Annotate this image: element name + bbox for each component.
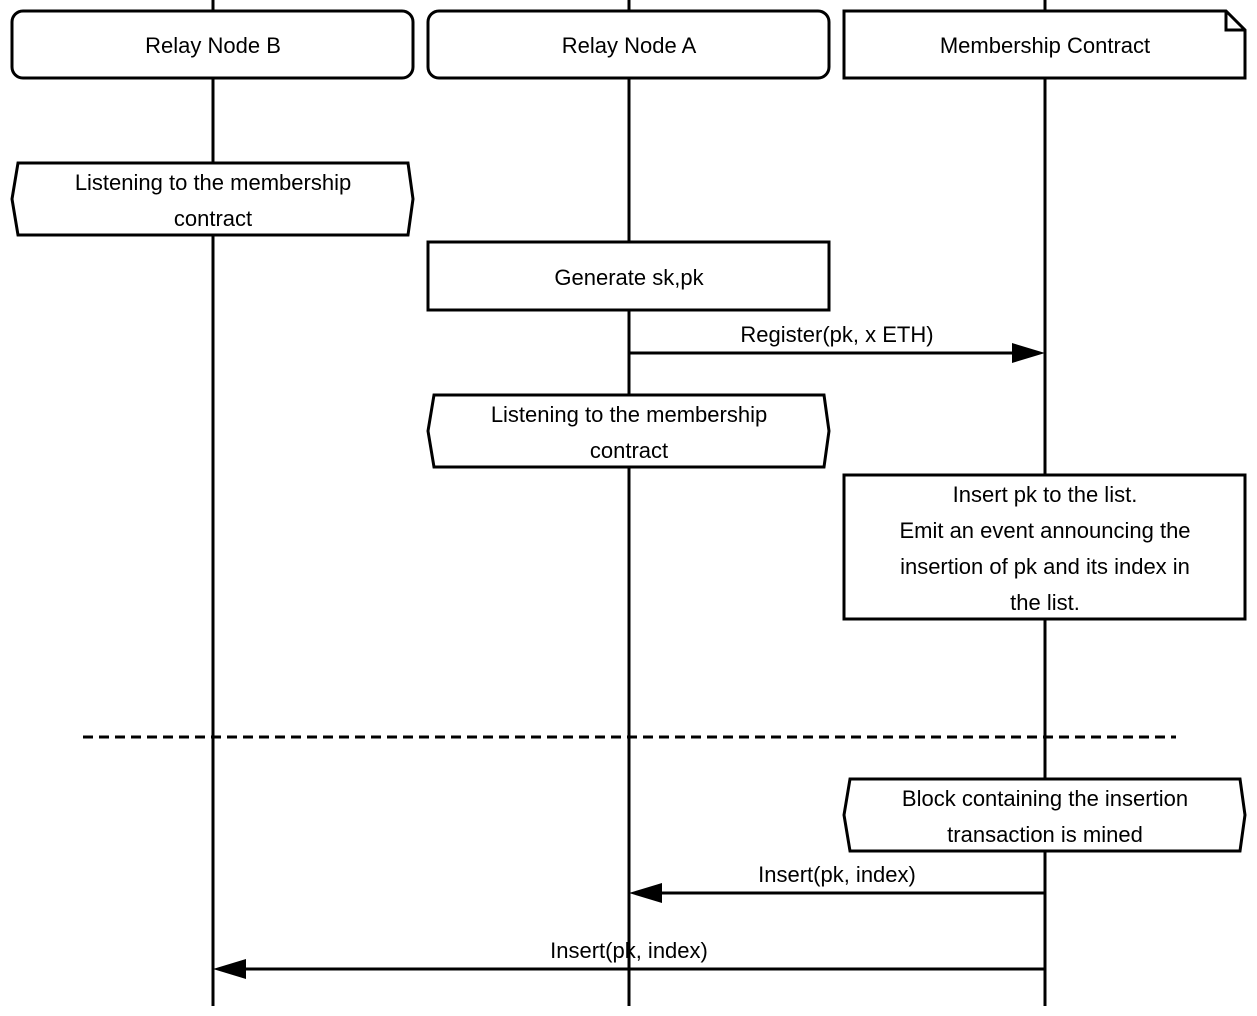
state-block-mined: Block containing the insertion transacti… — [842, 777, 1247, 853]
action-insert-pk: Insert pk to the list. Emit an event ann… — [842, 473, 1247, 621]
arrowhead-right-icon — [1012, 343, 1045, 363]
message-register-label: Register(pk, x ETH) — [740, 322, 933, 347]
arrowhead-left-icon — [629, 883, 662, 903]
message-insert-to-relay-b-label: Insert(pk, index) — [550, 938, 708, 963]
action-generate-keys-label: Generate sk,pk — [554, 265, 704, 290]
state-b-listening-line-1: Listening to the membership — [75, 170, 351, 195]
action-insert-pk-line-2: Emit an event announcing the — [899, 518, 1190, 543]
action-insert-pk-line-4: the list. — [1010, 590, 1080, 615]
state-b-listening: Listening to the membership contract — [10, 161, 415, 237]
message-insert-to-relay-a-label: Insert(pk, index) — [758, 862, 916, 887]
message-register: Register(pk, x ETH) — [629, 322, 1045, 363]
participant-membership-contract-label: Membership Contract — [940, 33, 1150, 58]
state-b-listening-line-2: contract — [174, 206, 252, 231]
state-a-listening-line-1: Listening to the membership — [491, 402, 767, 427]
action-insert-pk-line-1: Insert pk to the list. — [953, 482, 1138, 507]
participant-relay-node-a-label: Relay Node A — [562, 33, 697, 58]
participant-membership-contract: Membership Contract — [842, 9, 1247, 80]
participant-relay-node-a: Relay Node A — [426, 9, 831, 80]
participant-relay-node-b-label: Relay Node B — [145, 33, 281, 58]
state-block-mined-line-1: Block containing the insertion — [902, 786, 1188, 811]
action-insert-pk-line-3: insertion of pk and its index in — [900, 554, 1190, 579]
action-generate-keys: Generate sk,pk — [426, 240, 831, 312]
state-a-listening: Listening to the membership contract — [426, 393, 831, 469]
state-a-listening-line-2: contract — [590, 438, 668, 463]
arrowhead-left-icon — [213, 959, 246, 979]
message-insert-to-relay-a: Insert(pk, index) — [629, 862, 1045, 903]
participant-relay-node-b: Relay Node B — [10, 9, 415, 80]
state-block-mined-line-2: transaction is mined — [947, 822, 1143, 847]
message-insert-to-relay-b: Insert(pk, index) — [213, 938, 1045, 979]
